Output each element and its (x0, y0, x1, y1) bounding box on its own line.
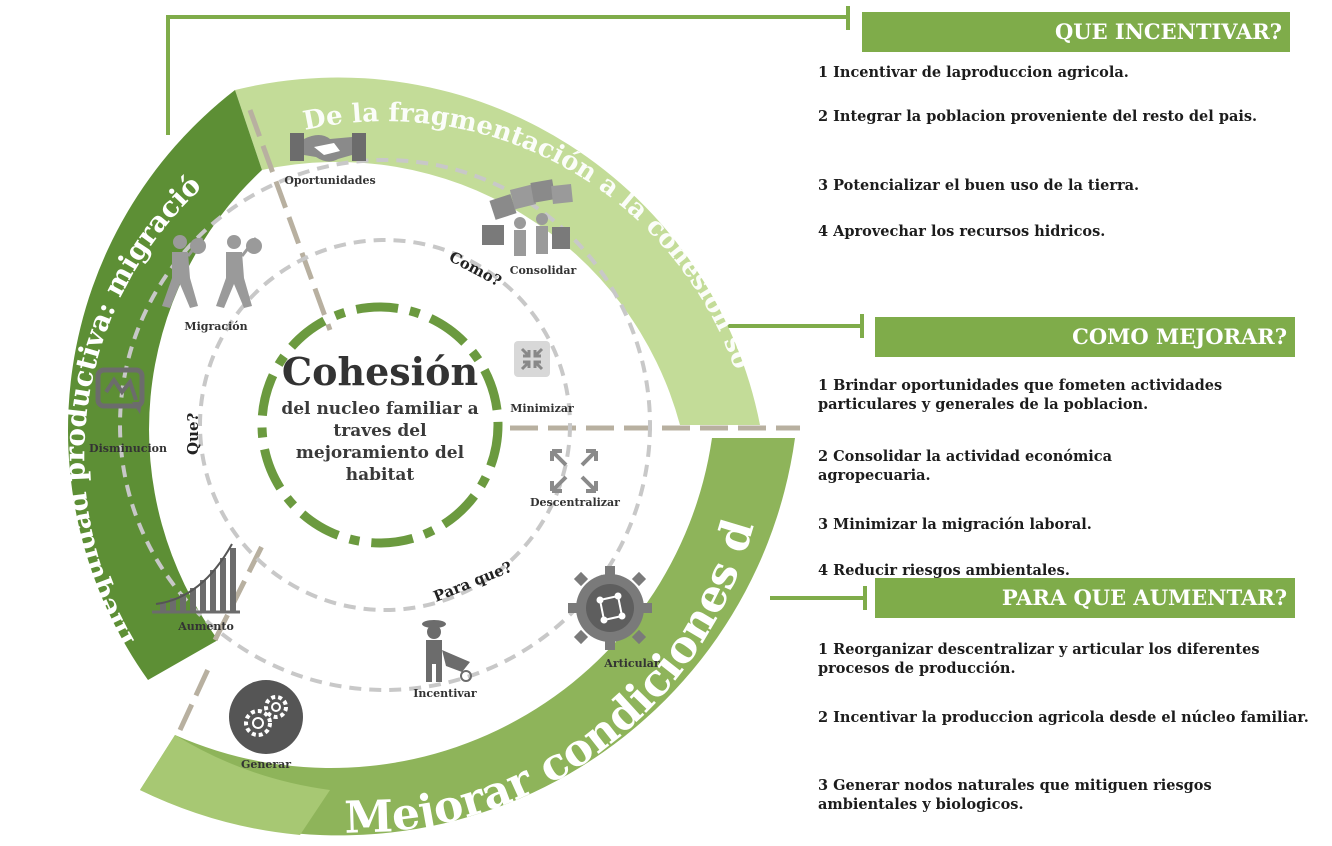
people-carry-icon (482, 179, 573, 256)
minimize-icon (514, 341, 550, 377)
como-mejorar-item-2: 2 Consolidar la actividad económica agro… (818, 448, 1113, 484)
label-minimizar: Minimizar (510, 402, 574, 415)
network-gear-icon (568, 566, 652, 650)
decline-chart-icon (95, 367, 145, 414)
que-incentivar-item-3: 3 Potencializar el buen uso de la tierra… (818, 177, 1140, 194)
label-consolidar: Consolidar (510, 264, 577, 277)
para-que-aumentar-item-2: 2 Incentivar la produccion agricola desd… (818, 709, 1309, 726)
connector-top (166, 15, 848, 135)
outer-ring-left-band (67, 90, 262, 680)
para-que-aumentar-header: PARA QUE AUMENTAR? (875, 578, 1295, 618)
center-line-4: habitat (346, 465, 415, 485)
handshake-icon (290, 133, 366, 162)
como-mejorar-item-3: 3 Minimizar la migración laboral. (818, 516, 1092, 533)
que-incentivar-item-1: 1 Incentivar de laproduccion agricola. (818, 64, 1129, 81)
label-aumento: Aumento (177, 620, 234, 633)
dashed-rings (118, 158, 652, 692)
left-arc-label: Inequidad productiva: migración (0, 0, 207, 654)
expand-arrows-icon (550, 449, 598, 493)
question-como: Como? (446, 248, 505, 291)
migrants-icon (162, 235, 262, 308)
label-generar: Generar (241, 758, 291, 771)
separator-lines (177, 109, 800, 732)
label-disminucion: Disminucion (89, 442, 167, 455)
como-mejorar-item-4: 4 Reducir riesgos ambientales. (818, 562, 1070, 579)
center-title: Cohesión (282, 349, 478, 394)
label-migracion: Migración (184, 320, 247, 333)
growth-chart-icon (152, 543, 240, 614)
farmer-icon (422, 620, 472, 682)
connector-lines (166, 6, 867, 610)
center-line-2: traves del (333, 421, 427, 441)
question-que: Que? (184, 412, 202, 455)
label-descentralizar: Descentralizar (530, 496, 620, 509)
que-incentivar-item-2: 2 Integrar la poblacion proveniente del … (818, 108, 1258, 125)
center-line-1: del nucleo familiar a (281, 399, 478, 419)
que-incentivar-item-4: 4 Aprovechar los recursos hidricos. (818, 223, 1106, 240)
para-que-aumentar-item-3: 3 Generar nodos naturales que mitiguen r… (818, 777, 1212, 813)
outer-ring-bottom-lighter (140, 735, 330, 835)
outer-ring-top-band (235, 77, 760, 425)
center-ring (257, 302, 503, 548)
como-mejorar-header: COMO MEJORAR? (875, 317, 1295, 357)
gears-icon (229, 680, 303, 754)
que-incentivar-header: QUE INCENTIVAR? (862, 12, 1290, 52)
label-oportunidades: Oportunidades (284, 174, 375, 187)
label-articular: Articular (603, 657, 660, 670)
para-que-aumentar-item-1: 1 Reorganizar descentralizar y articular… (818, 641, 1260, 677)
label-incentivar: Incentivar (413, 687, 477, 700)
center-line-3: mejoramiento del (296, 443, 465, 463)
question-para-que: Para que? (431, 558, 515, 606)
como-mejorar-item-1: 1 Brindar oportunidades que fometen acti… (818, 377, 1223, 413)
